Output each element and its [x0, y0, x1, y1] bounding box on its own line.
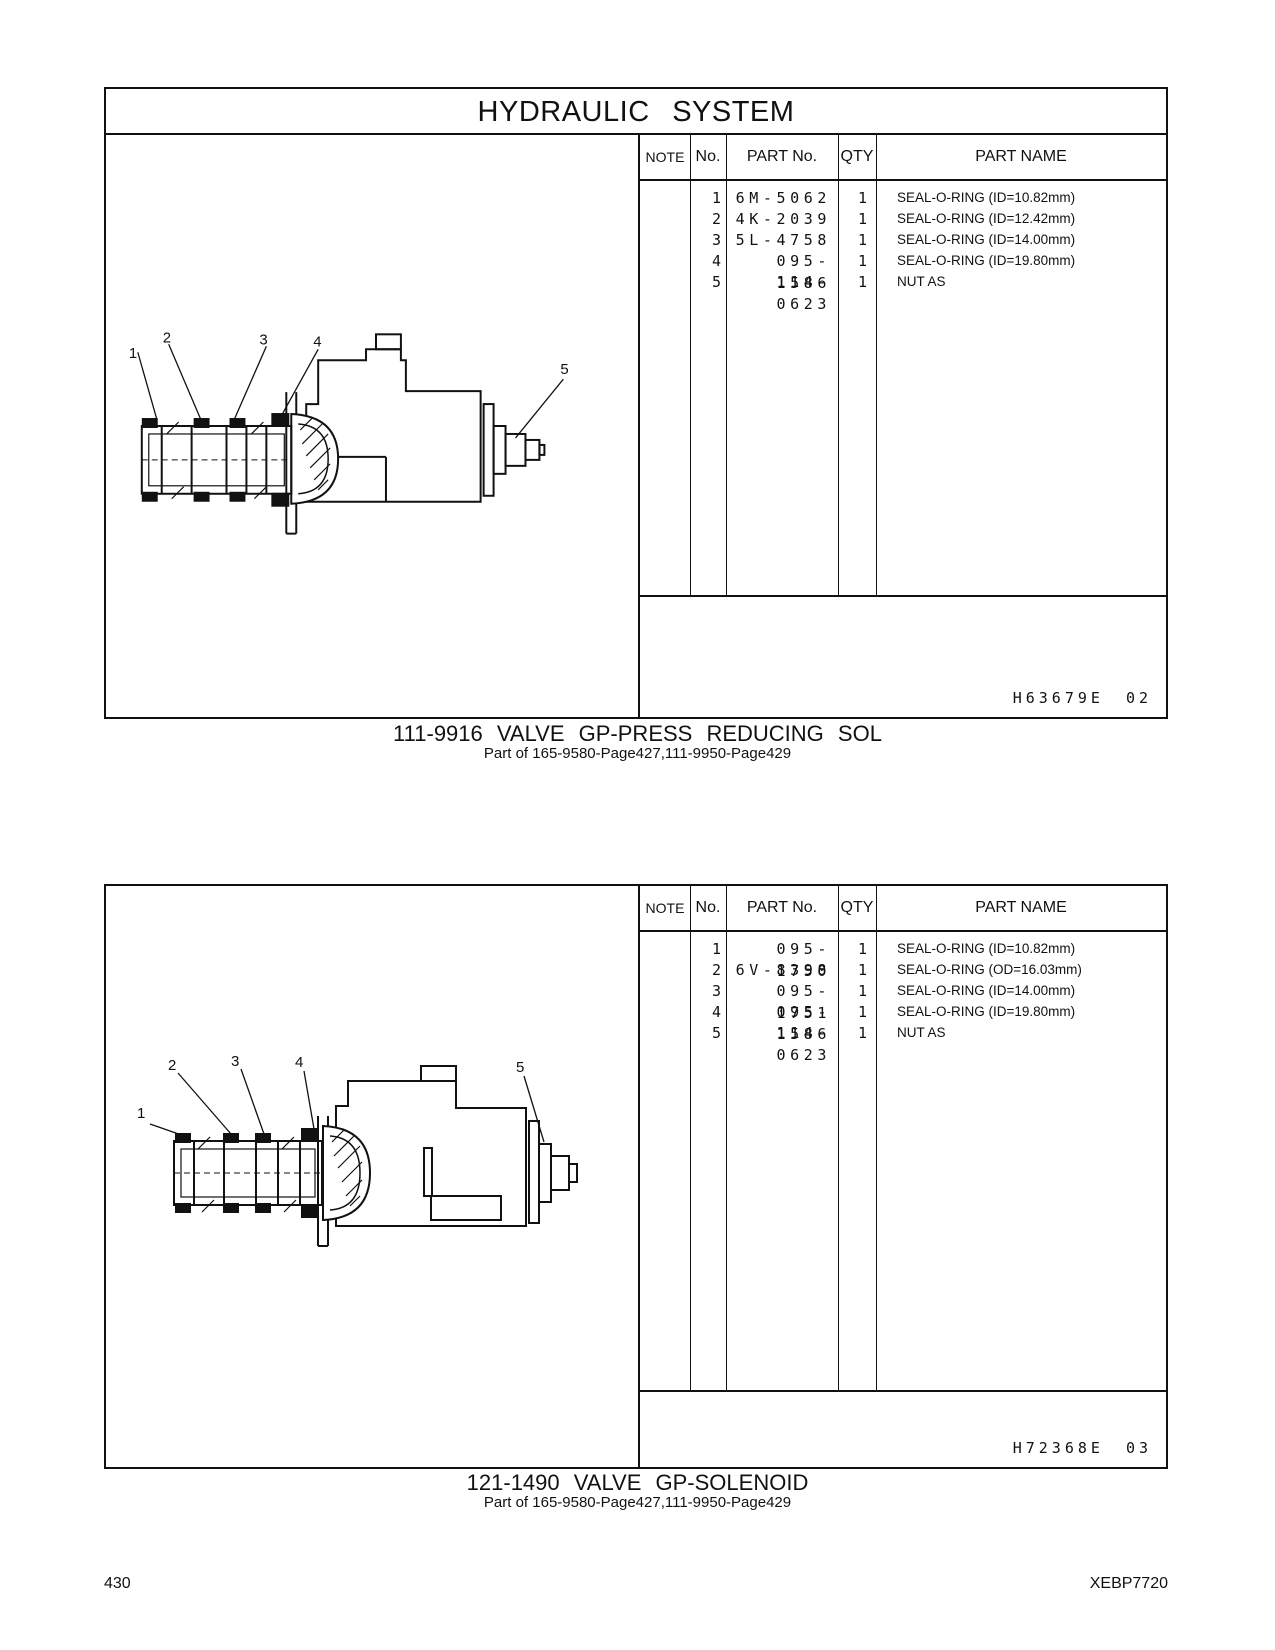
document-id: XEBP7720: [1089, 1575, 1168, 1592]
table-row: 3 5L-4758 1 SEAL-O-RING (ID=14.00mm): [640, 229, 1166, 251]
callout-label: 5: [560, 361, 568, 378]
row-no: 5: [711, 273, 721, 291]
table-body: 1 095-1750 1 SEAL-O-RING (ID=10.82mm) 2 …: [640, 932, 1166, 1392]
figure-code-id: H63679E: [1012, 689, 1104, 707]
table-row: 2 6V-8398 1 SEAL-O-RING (OD=16.03mm): [640, 959, 1166, 981]
row-part-name: SEAL-O-RING (ID=19.80mm): [897, 1004, 1076, 1019]
row-part-no: 095-1750: [776, 940, 831, 980]
row-no: 1: [711, 940, 721, 958]
table-header: NOTE No. PART No. QTY PART NAME: [640, 886, 1166, 932]
table-header: NOTE No. PART No. QTY PART NAME: [640, 135, 1166, 181]
row-part-no: 095-1586: [776, 252, 831, 292]
callout-label: 3: [259, 331, 267, 348]
header-qty: QTY: [840, 148, 874, 165]
callout-label: 2: [163, 329, 171, 346]
row-part-no: 4K-2039: [735, 210, 831, 228]
row-part-no: 095-1586: [776, 1003, 831, 1043]
header-note: NOTE: [645, 900, 685, 916]
page-number: 430: [104, 1575, 131, 1592]
table-row: 5 114-0623 1 NUT AS: [640, 1022, 1166, 1064]
row-no: 1: [711, 189, 721, 207]
row-qty: 1: [857, 940, 867, 958]
callout-label: 4: [313, 333, 321, 350]
figure-code-rev: 03: [1125, 1439, 1152, 1457]
row-part-no: 5L-4758: [735, 231, 831, 249]
row-no: 3: [711, 231, 721, 249]
row-no: 2: [711, 210, 721, 228]
parts-table-2: NOTE No. PART No. QTY PART NAME 1 095-17…: [640, 886, 1166, 1392]
row-qty: 1: [857, 1024, 867, 1042]
row-qty: 1: [857, 1003, 867, 1021]
row-part-name: SEAL-O-RING (ID=12.42mm): [897, 211, 1076, 226]
figure-code: H72368E 03: [1013, 1439, 1152, 1457]
figure-code-rev: 02: [1125, 689, 1152, 707]
row-part-name: SEAL-O-RING (OD=16.03mm): [897, 962, 1082, 977]
callout-label: 2: [168, 1057, 176, 1074]
header-no: No.: [695, 899, 721, 916]
row-qty: 1: [857, 273, 867, 291]
row-part-name: SEAL-O-RING (ID=10.82mm): [897, 190, 1076, 205]
table-row: 2 4K-2039 1 SEAL-O-RING (ID=12.42mm): [640, 208, 1166, 230]
row-part-no: 095-1751: [776, 982, 831, 1022]
table-row: 4 095-1586 1 SEAL-O-RING (ID=19.80mm): [640, 250, 1166, 292]
callout-label: 1: [137, 1105, 145, 1122]
row-part-name: SEAL-O-RING (ID=19.80mm): [897, 253, 1076, 268]
header-note: NOTE: [645, 149, 685, 165]
group-subtitle: Part of 165-9580-Page427,111-9950-Page42…: [483, 1494, 792, 1511]
row-part-no: 114-0623: [776, 273, 831, 313]
section-title: HYDRAULIC SYSTEM: [106, 89, 1166, 135]
callout-label: 5: [516, 1059, 524, 1076]
header-part-name: PART NAME: [975, 148, 1067, 165]
row-qty: 1: [857, 961, 867, 979]
row-qty: 1: [857, 210, 867, 228]
row-part-name: NUT AS: [897, 274, 946, 289]
row-no: 4: [711, 252, 721, 270]
row-qty: 1: [857, 252, 867, 270]
row-qty: 1: [857, 982, 867, 1000]
row-no: 4: [711, 1003, 721, 1021]
table-body: 1 6M-5062 1 SEAL-O-RING (ID=10.82mm) 2 4…: [640, 181, 1166, 597]
table-row: 3 095-1751 1 SEAL-O-RING (ID=14.00mm): [640, 980, 1166, 1022]
row-qty: 1: [857, 189, 867, 207]
row-part-name: SEAL-O-RING (ID=14.00mm): [897, 983, 1076, 998]
callout-label: 1: [129, 345, 137, 362]
parts-panel-2: 1 2 3 4 5 NOTE No. PART No. QTY PART NAM…: [104, 884, 1168, 1469]
group-title: 111-9916 VALVE GP-PRESS REDUCING SOL: [393, 721, 882, 746]
table-row: 1 095-1750 1 SEAL-O-RING (ID=10.82mm): [640, 938, 1166, 980]
valve-illustration-1: 1 2 3 4 5: [106, 135, 640, 717]
figure-code-id: H72368E: [1012, 1439, 1104, 1457]
row-part-no: 6V-8398: [735, 961, 831, 979]
row-part-name: SEAL-O-RING (ID=14.00mm): [897, 232, 1076, 247]
row-part-no: 114-0623: [776, 1024, 831, 1064]
valve-drawing-1: 1 2 3 4 5: [129, 329, 569, 535]
row-no: 5: [711, 1024, 721, 1042]
figure-code: H63679E 02: [1013, 689, 1152, 707]
group-subtitle: Part of 165-9580-Page427,111-9950-Page42…: [483, 745, 792, 762]
row-part-name: NUT AS: [897, 1025, 946, 1040]
parts-panel-1: HYDRAULIC SYSTEM: [104, 87, 1168, 719]
group-title: 121-1490 VALVE GP-SOLENOID: [466, 1470, 809, 1495]
row-no: 2: [711, 961, 721, 979]
table-row: 5 114-0623 1 NUT AS: [640, 271, 1166, 313]
header-qty: QTY: [840, 899, 874, 916]
header-no: No.: [695, 148, 721, 165]
callout-label: 4: [295, 1054, 303, 1071]
header-part-no: PART No.: [746, 148, 818, 165]
row-qty: 1: [857, 231, 867, 249]
callout-label: 3: [231, 1053, 239, 1070]
header-part-no: PART No.: [746, 899, 818, 916]
parts-table-1: NOTE No. PART No. QTY PART NAME 1 6M-506…: [640, 135, 1166, 597]
valve-drawing-2: 1 2 3 4 5: [137, 1053, 578, 1247]
row-part-no: 6M-5062: [735, 189, 831, 207]
row-no: 3: [711, 982, 721, 1000]
table-row: 4 095-1586 1 SEAL-O-RING (ID=19.80mm): [640, 1001, 1166, 1043]
table-row: 1 6M-5062 1 SEAL-O-RING (ID=10.82mm): [640, 187, 1166, 209]
valve-illustration-2: 1 2 3 4 5: [106, 886, 640, 1467]
header-part-name: PART NAME: [975, 899, 1067, 916]
row-part-name: SEAL-O-RING (ID=10.82mm): [897, 941, 1076, 956]
